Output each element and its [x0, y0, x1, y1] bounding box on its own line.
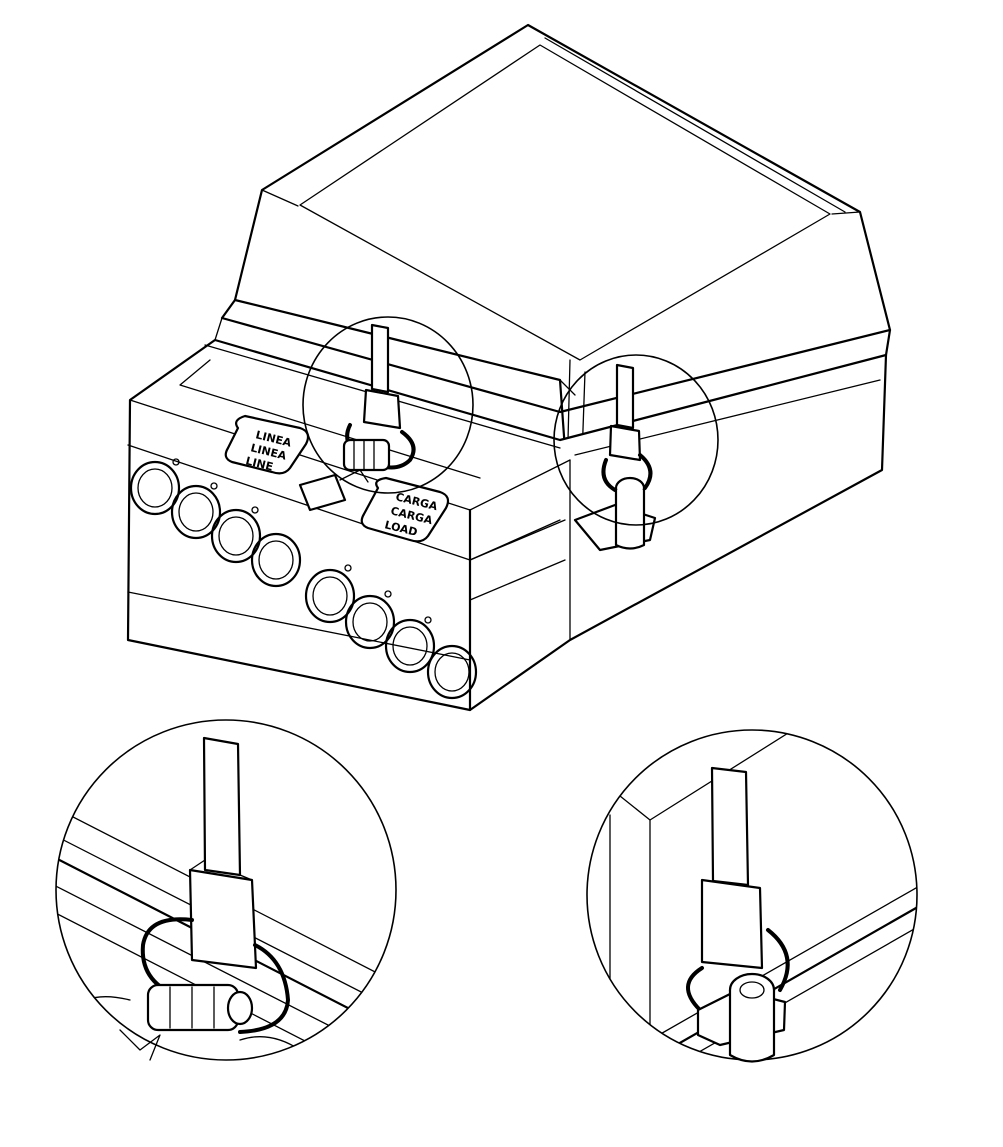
cable-gland [129, 460, 181, 516]
label-plate-line: LINEA LINEA LINE [224, 414, 310, 475]
terminal-block-detail [146, 983, 254, 1032]
cable-gland [304, 568, 356, 624]
corner-seal-assembly [573, 363, 657, 552]
detail-view-corner-seal [586, 729, 918, 1063]
label-plate-load: CARGA CARGA LOAD [360, 476, 450, 543]
cable-gland [210, 508, 262, 564]
cable-gland [384, 618, 436, 674]
enclosure-main-view: LINEA LINEA LINE CARGA CARGA LOAD [126, 23, 892, 712]
detail-callout-center [302, 316, 474, 494]
cable-gland [426, 644, 478, 700]
cable-glands [129, 458, 478, 700]
detail-view-center-seal [55, 719, 397, 1061]
center-seal-assembly [298, 323, 416, 512]
detail-callout-corner [553, 354, 719, 526]
cable-gland [344, 594, 396, 650]
cable-gland [250, 532, 302, 588]
cable-gland [170, 484, 222, 540]
enclosure-base [126, 338, 888, 712]
